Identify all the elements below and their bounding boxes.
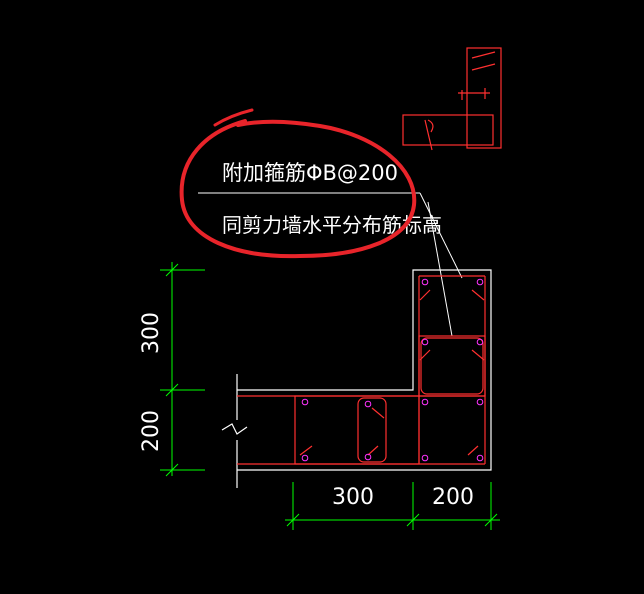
rebar-cage [237, 275, 486, 465]
highlight-tail [213, 108, 254, 127]
stirrup-vertical [466, 47, 502, 149]
dimension-left-lower: 200 [139, 410, 164, 452]
highlight-ellipse [179, 119, 417, 259]
dimension-left-upper: 300 [139, 312, 164, 354]
dimension-left [160, 262, 205, 477]
rebar-dots [301, 278, 484, 462]
dimension-bottom-left: 300 [332, 485, 374, 510]
wall-outline [221, 269, 492, 488]
stirrup-detail [402, 47, 502, 151]
dimension-bottom-right: 200 [432, 485, 474, 510]
stirrup-hook-bottom [424, 119, 434, 151]
stirrup-horizontal [402, 114, 494, 146]
annotation-line1: 附加箍筋ΦB@200 [222, 161, 398, 185]
stirrup-hook-mid [458, 88, 490, 100]
stirrup-hook-top [471, 51, 496, 71]
leader-lines [419, 192, 463, 337]
dimension-bottom [285, 482, 500, 530]
